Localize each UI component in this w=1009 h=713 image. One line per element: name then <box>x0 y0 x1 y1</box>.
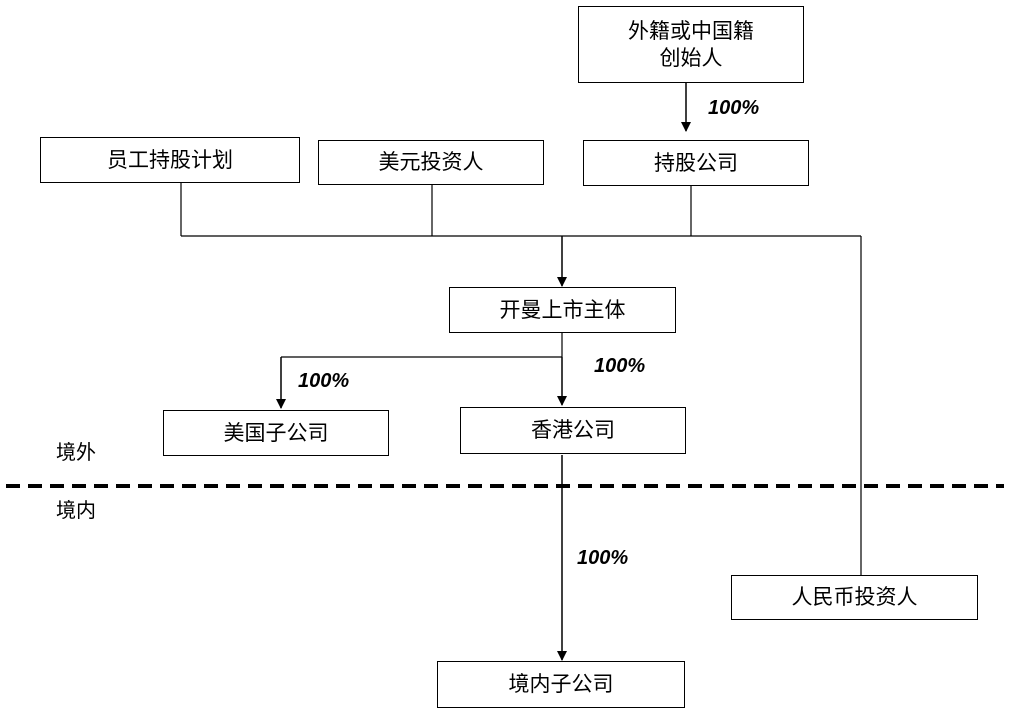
founder-box: 外籍或中国籍 创始人 <box>578 6 804 83</box>
pct-listed-to-hk: 100% <box>594 355 646 377</box>
holding-company-label: 持股公司 <box>654 150 738 175</box>
domestic-subsidiary-box: 境内子公司 <box>437 661 685 708</box>
founder-label-line1: 外籍或中国籍 <box>628 19 754 44</box>
usd-investors-label: 美元投资人 <box>378 150 484 175</box>
hk-company-box: 香港公司 <box>460 407 686 454</box>
region-offshore-label: 境外 <box>56 440 96 464</box>
domestic-subsidiary-label: 境内子公司 <box>508 672 614 697</box>
hk-company-label: 香港公司 <box>531 418 615 443</box>
region-onshore-label: 境内 <box>56 498 96 522</box>
rmb-investors-label: 人民币投资人 <box>791 585 918 610</box>
esop-label: 员工持股计划 <box>107 147 233 172</box>
rmb-investors-box: 人民币投资人 <box>731 575 978 620</box>
listed-entity-label: 开曼上市主体 <box>499 297 626 322</box>
pct-listed-to-us: 100% <box>298 370 350 392</box>
holding-company-box: 持股公司 <box>583 140 809 186</box>
esop-box: 员工持股计划 <box>40 137 300 183</box>
us-subsidiary-box: 美国子公司 <box>163 410 389 456</box>
founder-label-line2: 创始人 <box>659 45 723 70</box>
us-subsidiary-label: 美国子公司 <box>223 420 329 445</box>
pct-hk-to-domestic: 100% <box>577 547 629 569</box>
pct-founder-to-holding: 100% <box>708 97 760 119</box>
usd-investors-box: 美元投资人 <box>318 140 544 185</box>
listed-entity-box: 开曼上市主体 <box>449 287 676 333</box>
